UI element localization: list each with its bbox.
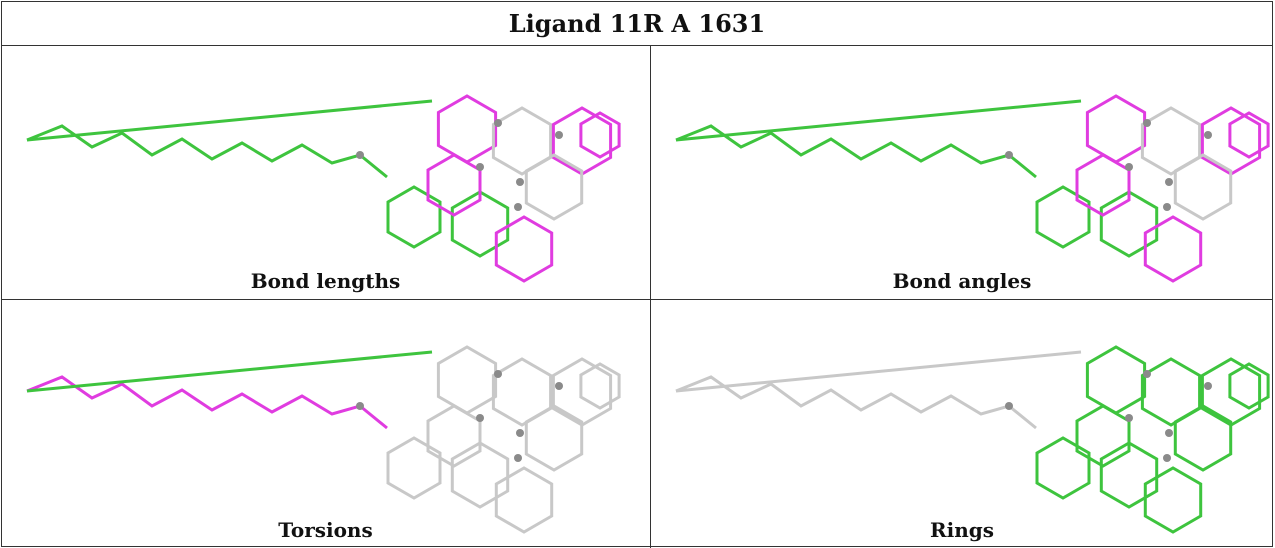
metal-atom bbox=[1005, 151, 1013, 159]
metal-atom bbox=[1143, 119, 1151, 127]
panel-rings: Rings bbox=[651, 300, 1273, 547]
metal-atom bbox=[516, 178, 524, 186]
molecule-graph bbox=[26, 345, 621, 534]
metal-atom bbox=[516, 429, 524, 437]
ring-b-bonds bbox=[1099, 441, 1159, 509]
ring-e-bonds bbox=[491, 357, 553, 427]
ring-e-bonds bbox=[491, 106, 553, 176]
ring-e-bonds bbox=[1140, 106, 1202, 176]
ring-h-bonds bbox=[524, 404, 584, 472]
metal-atom bbox=[356, 402, 364, 410]
ring-i-bonds bbox=[1228, 111, 1270, 159]
table-title: Ligand 11R A 1631 bbox=[2, 2, 1272, 46]
ring-b-bonds bbox=[450, 190, 510, 258]
panel-bond-angles: Bond angles bbox=[651, 47, 1273, 299]
row-divider bbox=[2, 299, 1272, 300]
caption-rings: Rings bbox=[929, 518, 994, 542]
ring-a-bonds bbox=[386, 185, 442, 249]
ring-h-bonds bbox=[524, 153, 584, 221]
metal-atom bbox=[1165, 178, 1173, 186]
long-tail-bond bbox=[26, 99, 433, 142]
metal-atom bbox=[1163, 203, 1171, 211]
rings-structure bbox=[675, 345, 1270, 534]
metal-atom bbox=[1125, 414, 1133, 422]
bond-angles-structure bbox=[675, 94, 1270, 283]
long-tail-bond bbox=[675, 350, 1082, 393]
long-tail-bond bbox=[675, 99, 1082, 142]
ring-h-bonds bbox=[1173, 404, 1233, 472]
molecule-graph bbox=[26, 94, 621, 283]
panel-torsions: Torsions bbox=[2, 300, 649, 547]
ring-c-bonds bbox=[494, 215, 554, 283]
molecule-graph bbox=[675, 94, 1270, 283]
alkyl-chain-bonds bbox=[26, 375, 388, 430]
metal-atom bbox=[494, 119, 502, 127]
ring-i-bonds bbox=[1228, 362, 1270, 410]
metal-atom bbox=[555, 382, 563, 390]
metal-atom bbox=[494, 370, 502, 378]
ring-a-bonds bbox=[1035, 185, 1091, 249]
column-divider bbox=[650, 46, 651, 548]
ring-i-bonds bbox=[579, 362, 621, 410]
ring-e-bonds bbox=[1140, 357, 1202, 427]
ring-c-bonds bbox=[494, 466, 554, 534]
molecule-graph bbox=[675, 345, 1270, 534]
ring-a-bonds bbox=[386, 436, 442, 500]
torsions-structure bbox=[26, 345, 621, 534]
metal-atom bbox=[356, 151, 364, 159]
caption-bond-angles: Bond angles bbox=[892, 269, 1032, 293]
alkyl-chain-bonds bbox=[26, 124, 388, 179]
ring-c-bonds bbox=[1143, 215, 1203, 283]
metal-atom bbox=[1143, 370, 1151, 378]
ring-d-bonds bbox=[436, 94, 498, 164]
alkyl-chain-bonds bbox=[675, 375, 1037, 430]
alkyl-chain-bonds bbox=[675, 124, 1037, 179]
ring-h-bonds bbox=[1173, 153, 1233, 221]
metal-atom bbox=[1163, 454, 1171, 462]
ring-a-bonds bbox=[1035, 436, 1091, 500]
caption-torsions: Torsions bbox=[278, 518, 373, 542]
metal-atom bbox=[476, 414, 484, 422]
ring-c-bonds bbox=[1143, 466, 1203, 534]
bond-lengths-structure bbox=[26, 94, 621, 283]
metal-atom bbox=[1005, 402, 1013, 410]
ring-b-bonds bbox=[450, 441, 510, 509]
panel-bond-lengths: Bond lengths bbox=[2, 47, 649, 299]
metal-atom bbox=[1204, 382, 1212, 390]
metal-atom bbox=[1165, 429, 1173, 437]
caption-bond-lengths: Bond lengths bbox=[250, 269, 401, 293]
metal-atom bbox=[476, 163, 484, 171]
long-tail-bond bbox=[26, 350, 433, 393]
metal-atom bbox=[1204, 131, 1212, 139]
ring-d-bonds bbox=[436, 345, 498, 415]
metal-atom bbox=[514, 454, 522, 462]
metal-atom bbox=[555, 131, 563, 139]
ring-d-bonds bbox=[1085, 94, 1147, 164]
metal-atom bbox=[514, 203, 522, 211]
ring-b-bonds bbox=[1099, 190, 1159, 258]
metal-atom bbox=[1125, 163, 1133, 171]
ring-d-bonds bbox=[1085, 345, 1147, 415]
ring-i-bonds bbox=[579, 111, 621, 159]
